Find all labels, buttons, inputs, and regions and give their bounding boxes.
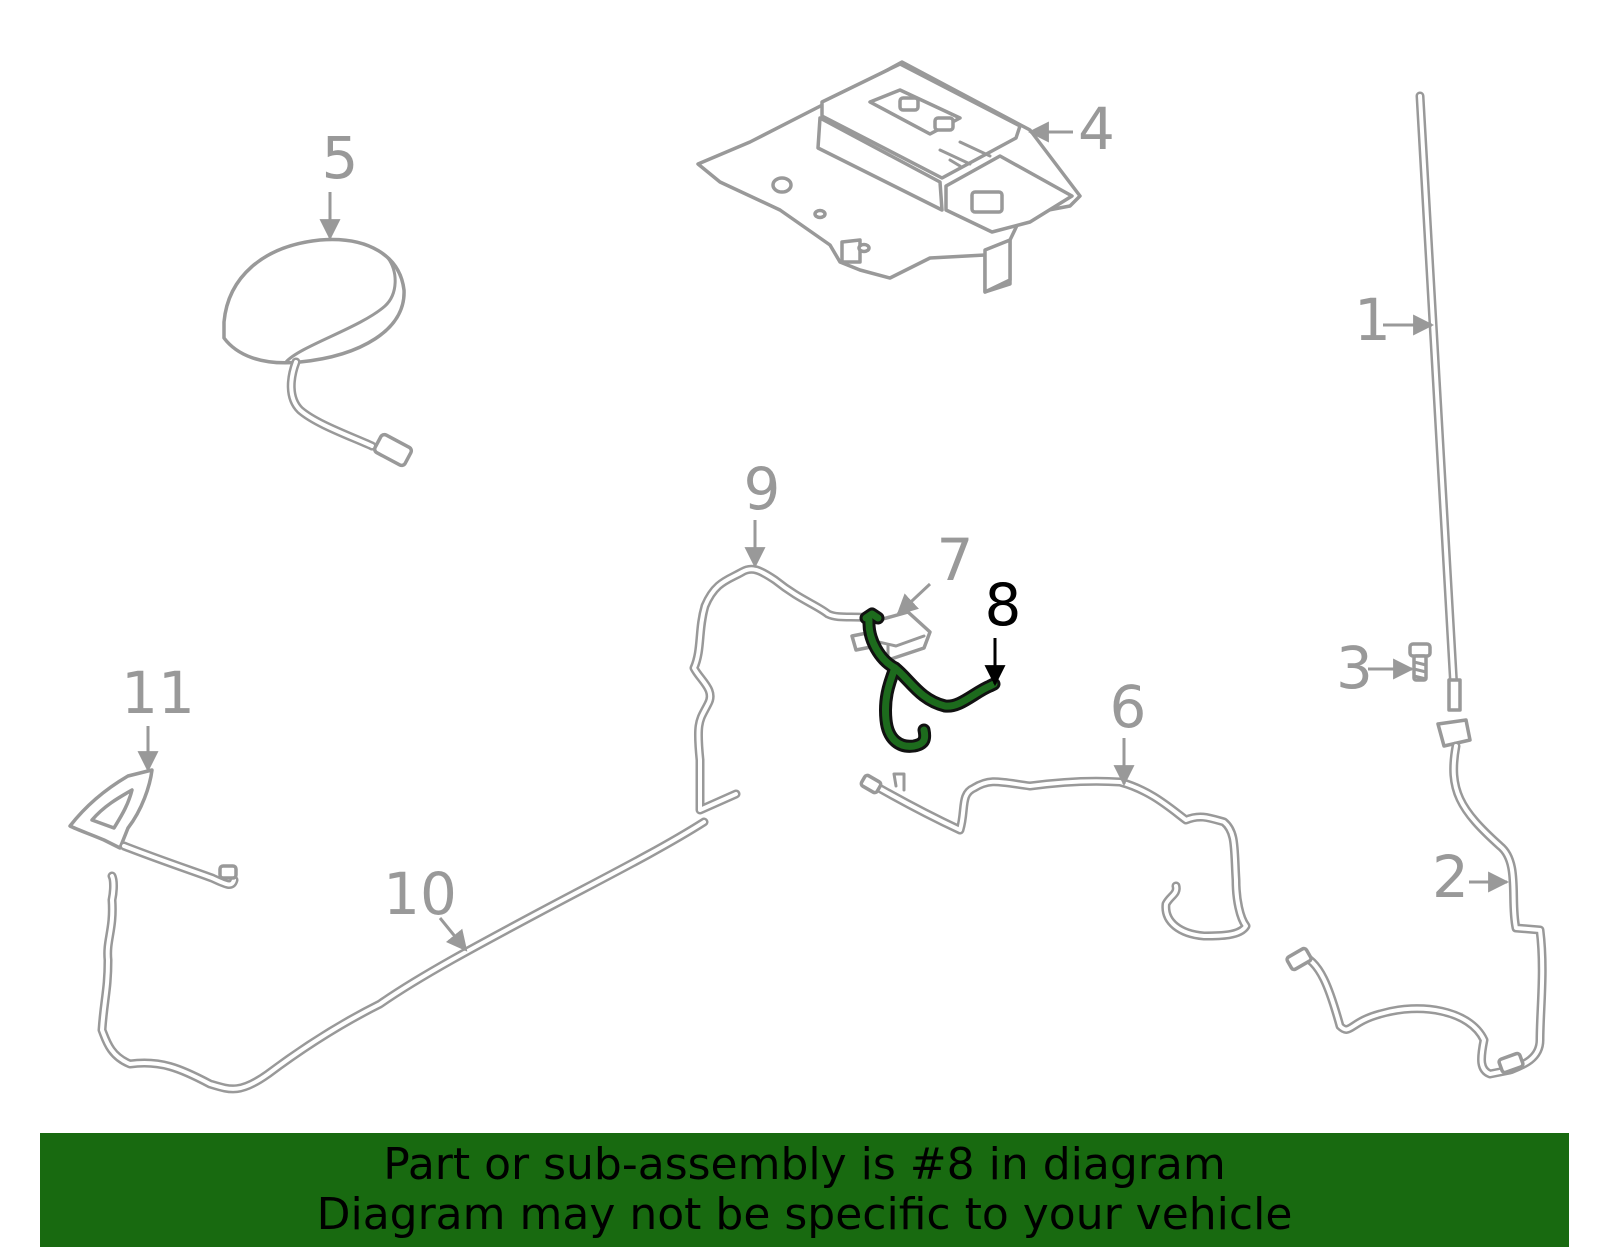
part-8-harness-highlighted[interactable] <box>859 607 1001 753</box>
callout-1: 1 <box>1354 286 1391 354</box>
callout-9: 9 <box>744 455 781 523</box>
banner-line-1: Part or sub-assembly is #8 in diagram <box>383 1139 1226 1190</box>
info-banner: Part or sub-assembly is #8 in diagram Di… <box>40 1133 1569 1247</box>
part-9-cable[interactable] <box>689 564 883 815</box>
part-4-module[interactable] <box>696 60 1082 294</box>
part-3-screw[interactable] <box>1408 642 1432 682</box>
part-2-mast-cable[interactable] <box>1285 741 1547 1079</box>
part-1-antenna-mast[interactable] <box>1415 91 1472 748</box>
leader-lines <box>137 121 1510 952</box>
callout-3: 3 <box>1336 634 1373 702</box>
part-11-bracket[interactable] <box>68 768 239 889</box>
banner-line-2: Diagram may not be specific to your vehi… <box>316 1189 1293 1240</box>
callout-10: 10 <box>383 860 457 928</box>
callout-8: 8 <box>985 571 1022 639</box>
part-5-roof-antenna[interactable] <box>222 237 414 468</box>
parts-diagram: 1 2 3 4 5 6 7 8 9 10 11 <box>68 60 1547 1094</box>
callout-2: 2 <box>1432 843 1469 911</box>
part-10-cable[interactable] <box>97 817 709 1094</box>
callout-7: 7 <box>937 526 974 594</box>
callout-5: 5 <box>322 124 359 192</box>
callout-11: 11 <box>121 659 195 727</box>
callout-4: 4 <box>1078 95 1115 163</box>
callout-6: 6 <box>1110 673 1147 741</box>
part-6-cable[interactable] <box>859 772 1251 941</box>
